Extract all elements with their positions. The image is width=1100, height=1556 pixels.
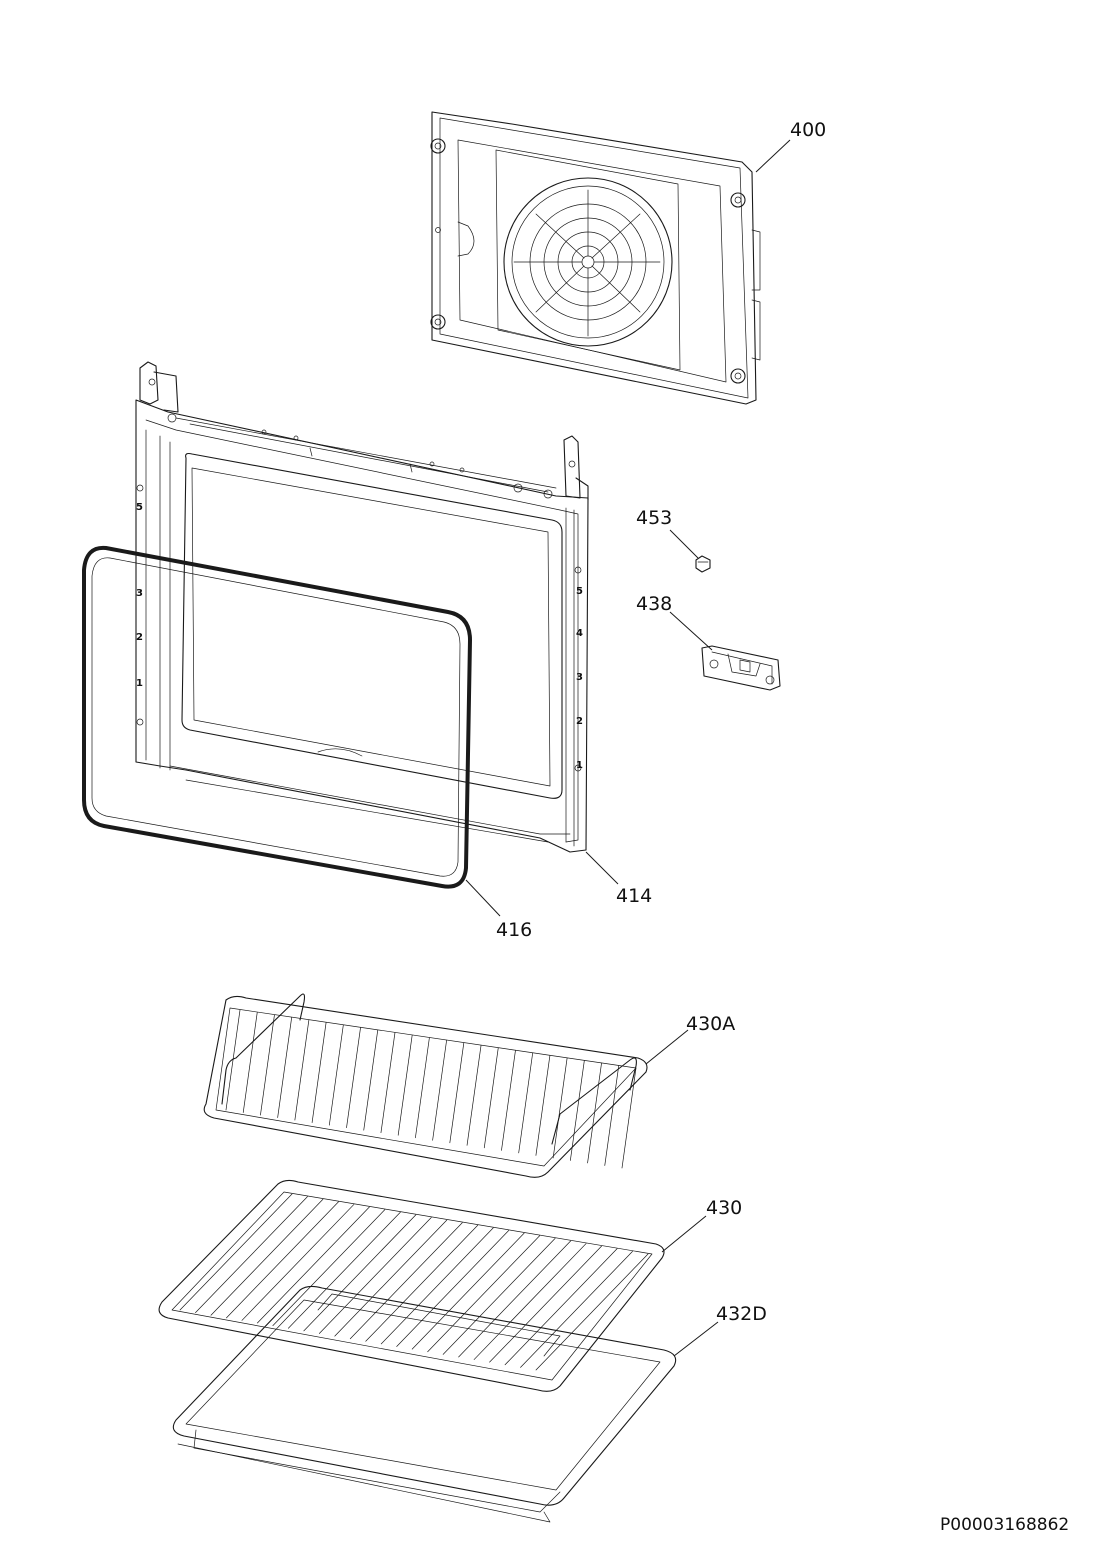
rack-430-wire: [458, 1240, 571, 1358]
document-id: P00003168862: [940, 1515, 1069, 1535]
rack-430a-wire: [294, 1019, 310, 1121]
rack-430-wire: [520, 1251, 633, 1368]
rack-430a-wire: [552, 1057, 568, 1159]
back-panel-drawing[interactable]: [430, 111, 761, 405]
rack-430a-wire: [501, 1049, 516, 1151]
rack-430-wire: [427, 1235, 541, 1353]
rack-430-wire: [226, 1201, 339, 1319]
rack-430a-wire: [569, 1060, 585, 1161]
rack-430a-wire: [346, 1027, 361, 1129]
rack-430-wire: [396, 1230, 510, 1347]
rack-430-wire: [303, 1214, 417, 1332]
left-rung-5: 5: [136, 502, 143, 513]
rack-430a-wire: [328, 1024, 344, 1126]
left-rung-3: 3: [136, 588, 143, 599]
rack-430a-wire: [242, 1012, 258, 1113]
hinge-bracket-drawing[interactable]: [701, 645, 781, 691]
rack-430a-wire: [604, 1065, 620, 1166]
rack-430a-wire: [432, 1039, 447, 1141]
rack-430a-wire: [449, 1042, 465, 1144]
rack-430a-wire: [415, 1037, 430, 1139]
rack-430-wire: [365, 1224, 479, 1342]
screw-drawing[interactable]: [695, 555, 711, 573]
label-453: 453: [636, 507, 672, 529]
rack-430a-wire: [587, 1062, 602, 1164]
rack-430a-wire: [535, 1055, 551, 1156]
label-400: 400: [790, 119, 826, 141]
right-rung-3: 3: [576, 672, 583, 683]
rack-430-wire: [473, 1243, 587, 1360]
rack-430a-wire: [277, 1017, 293, 1118]
rack-430-wire: [195, 1196, 308, 1313]
rack-430-wire: [210, 1198, 324, 1316]
right-rung-5: 5: [576, 586, 583, 597]
rack-430-wire: [380, 1227, 494, 1345]
label-432D: 432D: [716, 1303, 767, 1325]
rack-430-wire: [349, 1222, 463, 1340]
right-rung-2: 2: [576, 716, 583, 727]
rack-430-wire: [257, 1206, 370, 1324]
rack-430-wire: [241, 1204, 355, 1321]
rack-430a-wire: [363, 1029, 379, 1131]
rack-430a-wire: [466, 1044, 482, 1146]
rack-430-wire: [179, 1193, 293, 1311]
label-430: 430: [706, 1197, 742, 1219]
rack-430a-wire: [311, 1022, 327, 1123]
left-rung-1: 1: [136, 678, 143, 689]
rack-430-wire: [272, 1209, 386, 1327]
rack-430-wire: [411, 1232, 525, 1350]
rack-430a-wire: [483, 1047, 499, 1149]
rack-430a-wire: [621, 1067, 637, 1169]
rack-430-wire: [287, 1211, 401, 1329]
rack-430-wire: [489, 1245, 602, 1363]
rack-430-wire: [334, 1219, 448, 1337]
rack-430a-wire: [380, 1032, 396, 1134]
rack-430a-wire: [225, 1009, 241, 1111]
rack-430-wire: [535, 1253, 649, 1371]
left-rung-2: 2: [136, 632, 143, 643]
rack-430-wire: [442, 1237, 556, 1355]
label-414: 414: [616, 885, 652, 907]
right-rung-1: 1: [576, 760, 583, 771]
right-rung-4: 4: [576, 628, 583, 639]
rack-430-wire: [318, 1217, 432, 1334]
label-438: 438: [636, 593, 672, 615]
label-416: 416: [496, 919, 532, 941]
oven-cavity-frame-drawing[interactable]: [135, 361, 589, 853]
wire-rack-handles-drawing[interactable]: [203, 993, 648, 1178]
rack-430a-wire: [397, 1034, 413, 1136]
label-430A: 430A: [686, 1013, 735, 1035]
wire-rack-drawing[interactable]: [158, 1179, 665, 1392]
baking-tray-drawing[interactable]: [172, 1285, 677, 1523]
rack-430-wire: [504, 1248, 618, 1366]
rack-430a-wire: [518, 1052, 534, 1154]
door-gasket-drawing[interactable]: [82, 545, 472, 889]
rack-430a-wire: [260, 1014, 275, 1116]
